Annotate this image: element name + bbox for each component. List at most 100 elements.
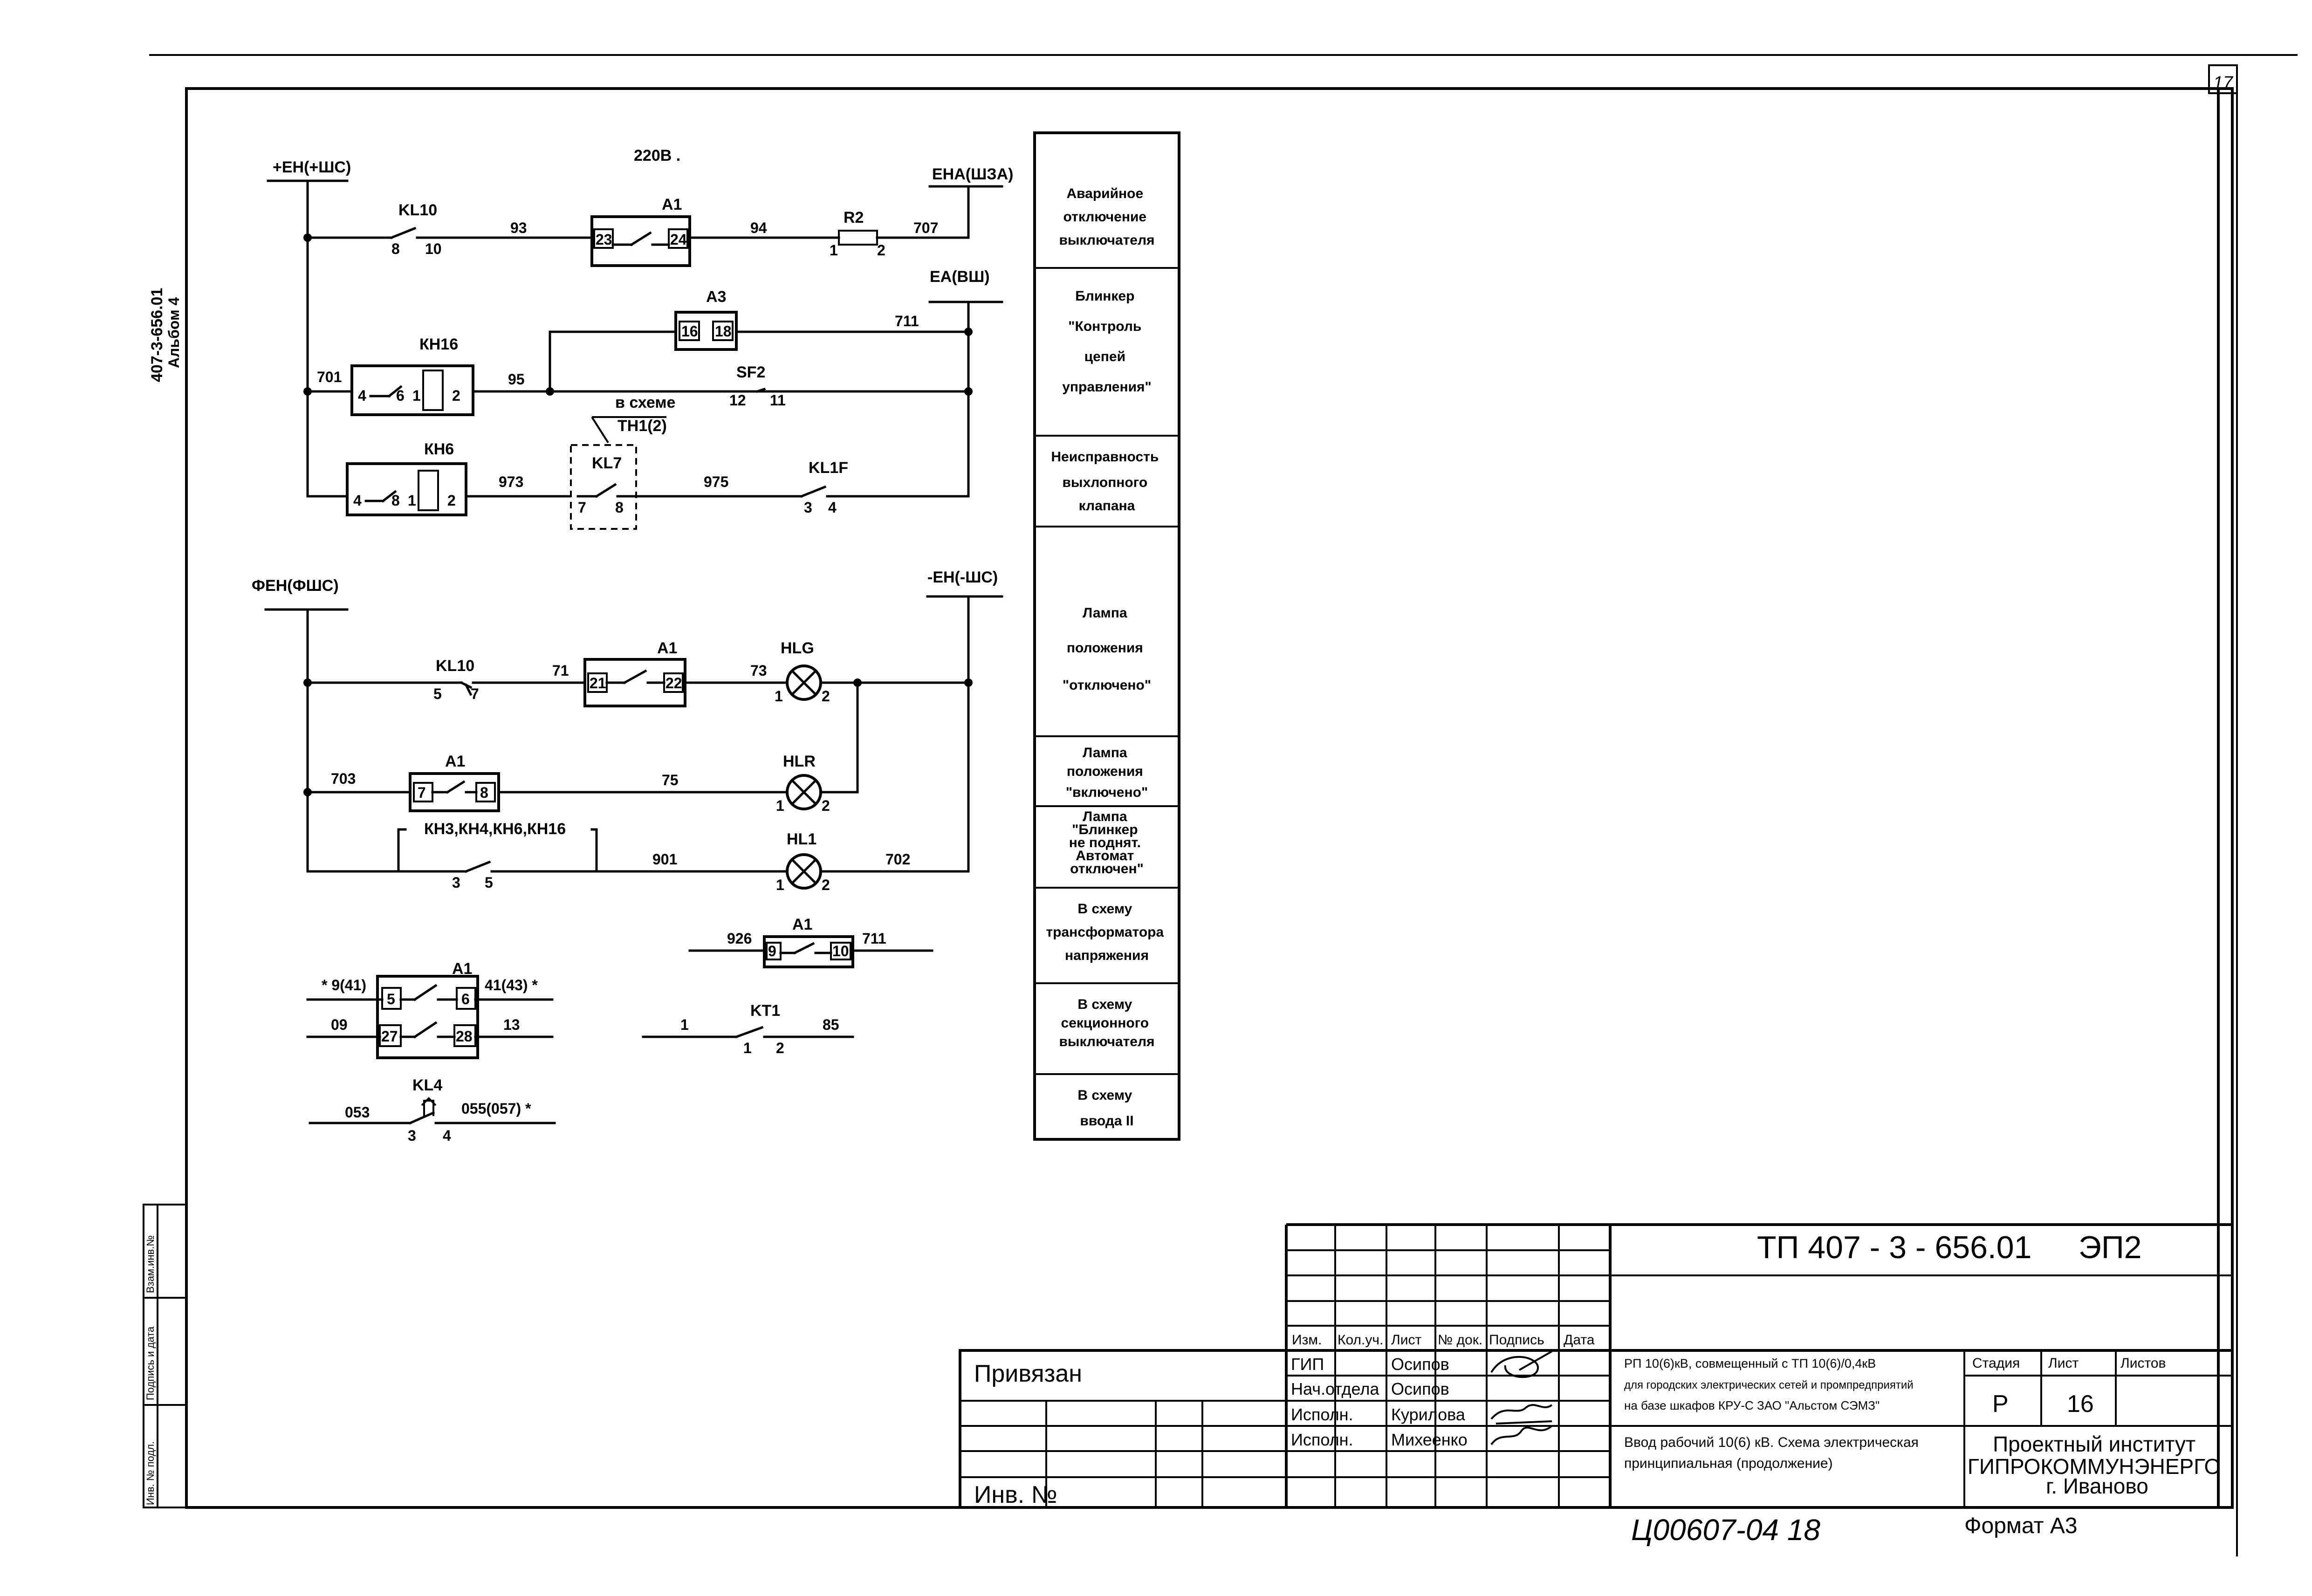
hlr-lamp: HLR: [783, 753, 816, 770]
bus-top-right: ЕНА(ШЗА): [932, 165, 1013, 183]
svg-text:5: 5: [387, 991, 395, 1007]
svg-text:7: 7: [418, 784, 426, 801]
svg-text:1: 1: [743, 1040, 752, 1056]
format-label: Формат А3: [1964, 1514, 2078, 1538]
album-vertical: Альбом 4: [165, 297, 182, 368]
legend-sectional-breaker: В схему секционного выключателя: [1059, 997, 1154, 1049]
svg-text:973: 973: [499, 473, 523, 490]
bus-bottom-left: ФЕН(ФШС): [252, 577, 339, 595]
svg-text:23: 23: [596, 231, 612, 248]
svg-text:3: 3: [452, 874, 460, 891]
svg-text:2: 2: [877, 242, 885, 259]
drawing-mark: ЭП2: [2079, 1230, 2142, 1265]
role-head: Нач.отдела: [1291, 1379, 1379, 1398]
svg-text:75: 75: [662, 772, 679, 788]
legend-input-2: В схему ввода II: [1077, 1088, 1136, 1129]
svg-text:975: 975: [704, 473, 728, 490]
stage-value: Р: [1992, 1391, 2009, 1418]
svg-text:053: 053: [345, 1104, 370, 1121]
svg-text:85: 85: [823, 1016, 839, 1033]
svg-text:2: 2: [822, 797, 830, 814]
a1-contact-21-22: A1: [657, 639, 677, 657]
svg-text:055(057) *: 055(057) *: [461, 1100, 531, 1117]
a3-device: A3: [706, 288, 726, 306]
svg-text:1: 1: [775, 688, 783, 705]
svg-text:12: 12: [729, 392, 746, 409]
svg-text:27: 27: [381, 1028, 398, 1045]
svg-text:4: 4: [353, 492, 362, 509]
svg-text:1: 1: [776, 797, 784, 814]
svg-text:2: 2: [776, 1040, 784, 1056]
stage-header: Стадия: [1972, 1356, 2020, 1371]
svg-text:2: 2: [822, 688, 830, 705]
sheet-value: 16: [2067, 1391, 2094, 1418]
svg-text:* 9(41): * 9(41): [322, 977, 366, 993]
name-2: Осипов: [1391, 1379, 1449, 1398]
doc-code-vertical: 407-3-656.01: [148, 288, 166, 382]
sheets-header: Листов: [2120, 1356, 2166, 1371]
name-4: Михеенко: [1391, 1430, 1468, 1449]
name-1: Осипов: [1391, 1355, 1449, 1374]
signature-2: [1490, 1404, 1553, 1425]
svg-text:71: 71: [552, 662, 569, 679]
a1-contact-9-10: A1: [792, 916, 812, 933]
sf2-breaker: SF2: [736, 363, 765, 381]
svg-text:1: 1: [680, 1016, 689, 1033]
a1-contact-pair: A1: [452, 960, 472, 978]
legend-lamp-off: Лампа положения "отключено": [1063, 605, 1151, 693]
svg-text:Изм.: Изм.: [1292, 1332, 1322, 1348]
name-3: Курилова: [1391, 1405, 1466, 1424]
organization: Проектный институт ГИПРОКОММУНЭНЕРГО г. …: [1968, 1432, 2227, 1498]
svg-text:7: 7: [578, 499, 586, 516]
svg-text:4: 4: [828, 499, 837, 516]
svg-text:94: 94: [750, 219, 767, 236]
legend-blinker-not-raised: Лампа "Блинкер не поднят. Автомат отключ…: [1069, 809, 1145, 877]
note-th1: ТН1(2): [617, 417, 667, 435]
svg-text:711: 711: [895, 313, 919, 329]
legend-lamp-on: Лампа положения "включено": [1066, 745, 1148, 800]
svg-text:11: 11: [770, 392, 786, 409]
svg-text:95: 95: [508, 371, 525, 388]
svg-text:Лист: Лист: [1391, 1332, 1421, 1348]
a1-contact-23-24: A1: [662, 196, 682, 213]
svg-text:Подпись: Подпись: [1489, 1332, 1544, 1348]
bus-bottom-right: -ЕН(-ШС): [927, 569, 998, 586]
signature-1: [1490, 1350, 1552, 1378]
legend-valve-fault: Неисправность выхлопного клапана: [1051, 449, 1162, 514]
svg-text:711: 711: [862, 930, 886, 947]
svg-text:41(43) *: 41(43) *: [485, 977, 538, 993]
kl1f-contact: KL1F: [809, 459, 848, 477]
kl10-top: KL10: [398, 201, 437, 219]
svg-text:16: 16: [681, 323, 698, 340]
legend-voltage-transformer: В схему трансформатора напряжения: [1046, 901, 1167, 963]
svg-text:7: 7: [471, 685, 479, 702]
svg-text:4: 4: [358, 387, 366, 404]
svg-text:1: 1: [776, 877, 784, 893]
kh-contact-group: КН3,КН4,КН6,КН16: [424, 820, 566, 838]
svg-text:22: 22: [665, 675, 682, 692]
svg-text:2: 2: [447, 492, 456, 509]
svg-text:8: 8: [391, 492, 400, 509]
bus-top-left: +ЕН(+ШС): [273, 158, 351, 176]
kl10-bottom: KL10: [436, 657, 474, 675]
top-circuit: 220В . +ЕН(+ШС) ЕНА(ШЗА) KL10 8 10 93 A1…: [267, 147, 1013, 530]
svg-text:703: 703: [331, 770, 356, 787]
legend-blinker-control: Блинкер "Контроль цепей управления": [1062, 288, 1152, 395]
kl4-contact: KL4: [412, 1076, 442, 1094]
stamp-vzam-inv: Взам.инв.№: [144, 1235, 156, 1293]
svg-text:901: 901: [652, 851, 677, 868]
role-exec-1: Исполн.: [1291, 1405, 1353, 1424]
kt1-contact: KT1: [750, 1002, 780, 1020]
svg-text:1: 1: [408, 492, 416, 509]
privyazan-label: Привязан: [974, 1360, 1082, 1387]
svg-text:28: 28: [456, 1028, 473, 1045]
svg-text:701: 701: [317, 369, 342, 385]
designation: ТП 407 - 3 - 656.01: [1757, 1230, 2031, 1265]
svg-text:6: 6: [461, 991, 470, 1007]
drawing-title: Ввод рабочий 10(6) кВ. Схема электрическ…: [1624, 1435, 1922, 1471]
bottom-circuit: ФЕН(ФШС) -ЕН(-ШС) KL10 5 7 71 A1 21 22 7…: [252, 569, 1003, 893]
svg-text:2: 2: [452, 387, 460, 404]
svg-text:1: 1: [830, 242, 838, 259]
svg-text:73: 73: [750, 662, 767, 679]
svg-text:18: 18: [715, 323, 732, 340]
